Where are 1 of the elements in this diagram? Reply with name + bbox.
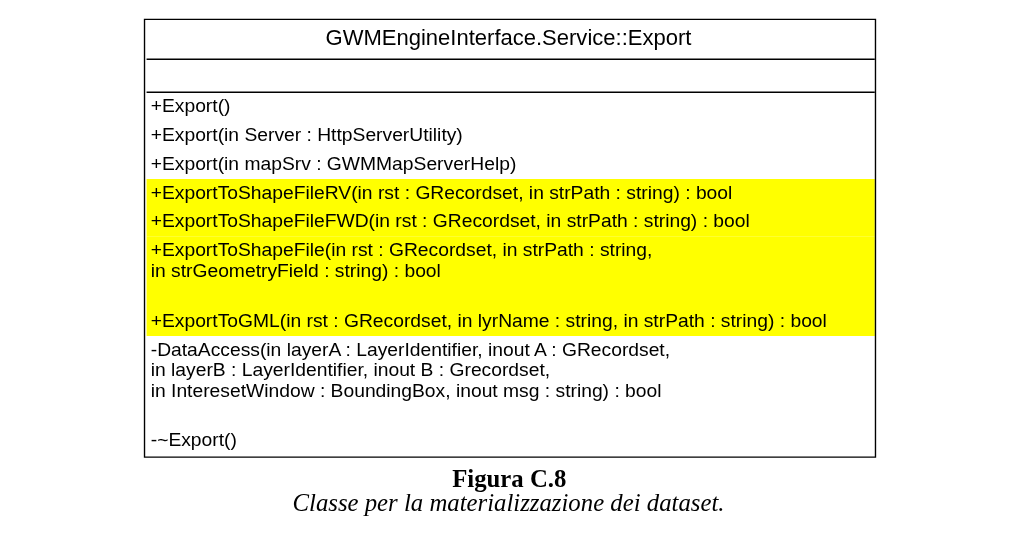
diagram-title: Figura C.8	[451, 464, 566, 492]
